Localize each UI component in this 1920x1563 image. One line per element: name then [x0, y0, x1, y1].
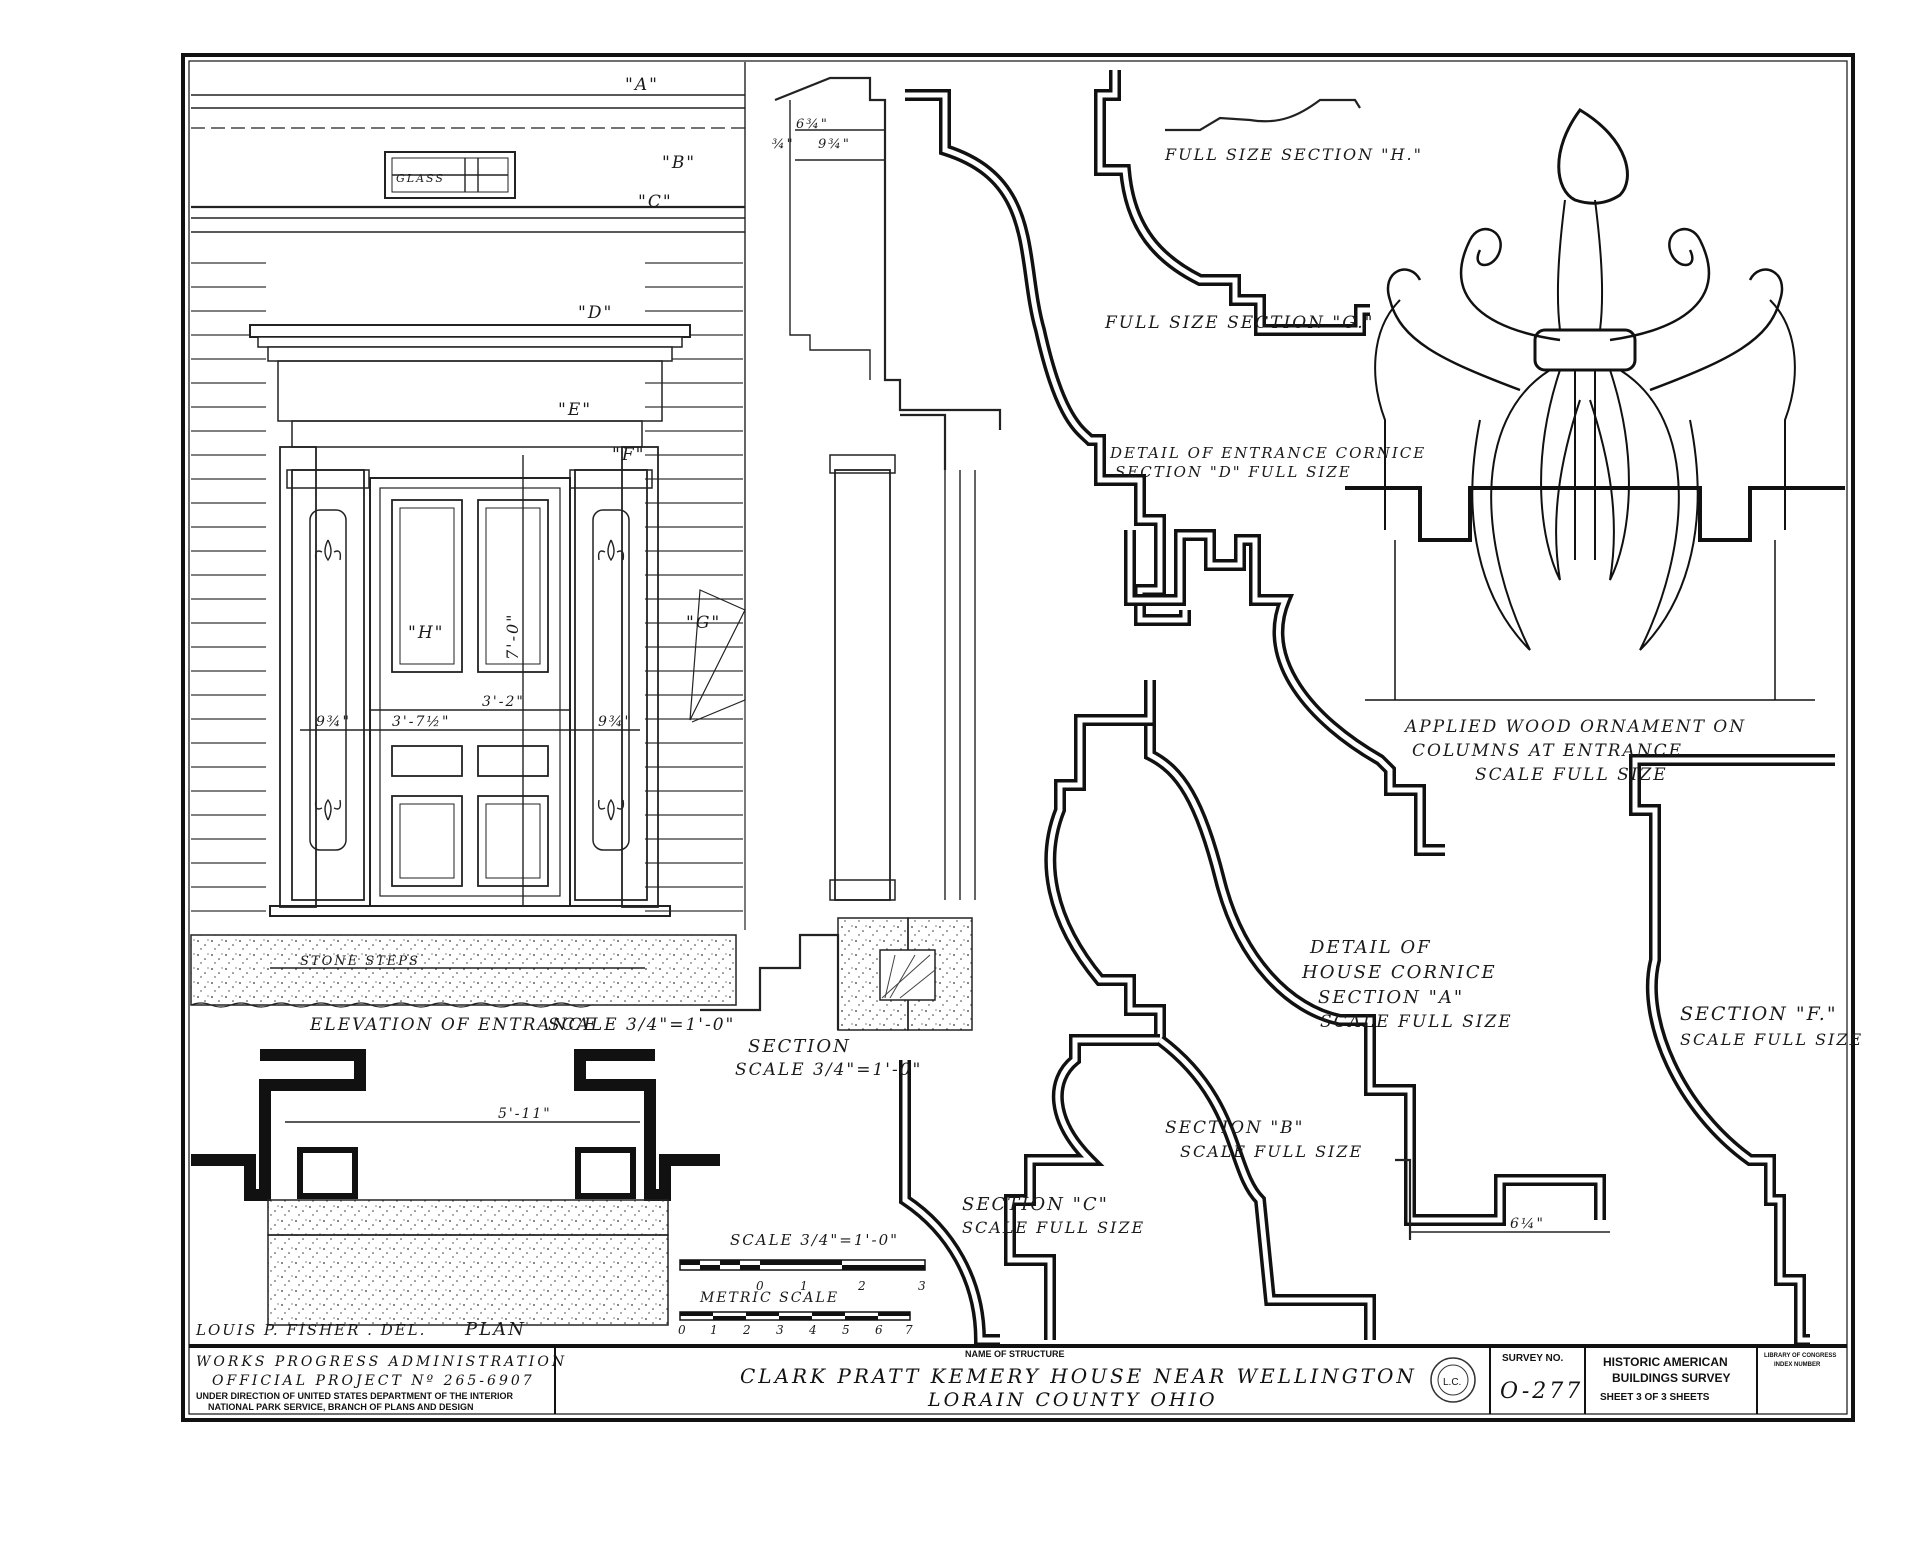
elevation-title: ELEVATION OF ENTRANCE	[309, 1015, 598, 1035]
elevation-scale: SCALE 3/4"=1'-0"	[548, 1015, 735, 1035]
metric-tick-2: 2	[742, 1323, 753, 1337]
dim-3-2: 3'-2"	[482, 694, 525, 710]
ornament-line-1: APPLIED WOOD ORNAMENT ON	[1403, 717, 1746, 737]
section-f-line-2: SCALE FULL SIZE	[1680, 1030, 1863, 1049]
loc-line-1: LIBRARY OF CONGRESS	[1764, 1353, 1836, 1359]
nps-line-2: NATIONAL PARK SERVICE, BRANCH OF PLANS A…	[208, 1402, 474, 1412]
entrance-cornice-line-1: DETAIL OF ENTRANCE CORNICE	[1109, 444, 1426, 462]
label-h: "H"	[408, 623, 444, 643]
house-cornice-line-3: SECTION "A"	[1318, 987, 1464, 1008]
delineator: LOUIS P. FISHER . DEL.	[195, 1321, 426, 1339]
survey-no-caption: SURVEY NO.	[1502, 1353, 1564, 1364]
metric-title: METRIC SCALE	[699, 1290, 839, 1306]
structure-location: LORAIN COUNTY OHIO	[927, 1389, 1218, 1411]
plan-title: PLAN	[464, 1319, 526, 1340]
dim-5-11: 5'-11"	[498, 1106, 552, 1122]
house-cornice-line-2: HOUSE CORNICE	[1301, 962, 1497, 983]
label-glass: GLASS	[396, 172, 445, 185]
ornament-line-3: SCALE FULL SIZE	[1475, 765, 1668, 785]
label-b: "B"	[662, 153, 696, 173]
dim-9-3-4-top: 9¾"	[818, 137, 851, 152]
metric-tick-3: 3	[776, 1323, 786, 1337]
seal-text: L.C.	[1443, 1377, 1461, 1388]
metric-tick-4: 4	[808, 1323, 819, 1337]
scale-bar-tick-1: 1	[800, 1279, 810, 1293]
dim-3-7: 3'-7½"	[392, 714, 450, 730]
label-g: "G"	[686, 613, 721, 633]
ornament-line-2: COLUMNS AT ENTRANCE	[1412, 741, 1683, 761]
dim-9-3-4-left: 9¾"	[316, 714, 351, 730]
survey-number: O-277	[1500, 1379, 1583, 1404]
label-stone-steps: STONE STEPS	[300, 954, 420, 969]
section-b-line-1: SECTION "B"	[1165, 1118, 1304, 1138]
section-h-label: FULL SIZE SECTION "H."	[1164, 145, 1423, 164]
metric-tick-7: 7	[905, 1323, 915, 1337]
section-b-line-2: SCALE FULL SIZE	[1180, 1142, 1363, 1161]
habs-line-1: HISTORIC AMERICAN	[1603, 1355, 1728, 1369]
scale-bar-tick-2: 2	[857, 1279, 868, 1293]
label-c: "C"	[638, 192, 673, 212]
section-scale: SCALE 3/4"=1'-0"	[735, 1060, 922, 1080]
section-c-line-1: SECTION "C"	[962, 1194, 1109, 1215]
habs-line-2: BUILDINGS SURVEY	[1612, 1371, 1730, 1385]
scale-bar	[679, 1259, 926, 1271]
wood-ornament	[1345, 108, 1845, 701]
structure-name: CLARK PRATT KEMERY HOUSE NEAR WELLINGTON	[740, 1364, 1417, 1388]
metric-tick-6: 6	[875, 1323, 885, 1337]
sheet-number: SHEET 3 OF 3 SHEETS	[1600, 1392, 1710, 1403]
wpa-line-2: OFFICIAL PROJECT Nº 265-6907	[212, 1373, 535, 1389]
house-cornice-line-4: SCALE FULL SIZE	[1320, 1012, 1513, 1032]
scale-bar-tick-0: 0	[756, 1279, 766, 1293]
dim-3-4: ¾"	[772, 137, 795, 152]
section-f-line-1: SECTION "F."	[1680, 1003, 1838, 1025]
metric-tick-5: 5	[842, 1323, 852, 1337]
dim-6-3-4: 6¾"	[796, 117, 829, 132]
section-title: SECTION	[748, 1036, 851, 1057]
loc-line-2: INDEX NUMBER	[1774, 1362, 1821, 1368]
wpa-line-1: WORKS PROGRESS ADMINISTRATION	[196, 1354, 567, 1370]
name-of-structure-caption: NAME OF STRUCTURE	[965, 1349, 1065, 1359]
scale-bar-tick-3: 3	[918, 1279, 928, 1293]
cornice-profiles	[899, 70, 1835, 1346]
nps-line-1: UNDER DIRECTION OF UNITED STATES DEPARTM…	[196, 1391, 514, 1401]
label-f: "F"	[612, 445, 645, 465]
section-c-line-2: SCALE FULL SIZE	[962, 1218, 1145, 1237]
title-block	[189, 1344, 1847, 1414]
entrance-cornice-line-2: SECTION "D" FULL SIZE	[1115, 463, 1352, 481]
label-e: "E"	[558, 400, 592, 420]
scale-bar-title: SCALE 3/4"=1'-0"	[730, 1231, 899, 1249]
house-cornice-line-1: DETAIL OF	[1309, 937, 1432, 958]
section-g-label: FULL SIZE SECTION "G."	[1104, 313, 1374, 333]
metric-tick-0: 0	[678, 1323, 688, 1337]
plan-drawing	[191, 1049, 720, 1326]
elevation-drawing	[190, 62, 746, 1008]
dim-9-3-4-right: 9¾"	[598, 714, 633, 730]
section-drawing	[700, 76, 1002, 1031]
metric-tick-1: 1	[710, 1323, 720, 1337]
label-a: "A"	[625, 75, 659, 95]
sheet-inner-border	[188, 60, 1848, 1415]
label-d: "D"	[578, 303, 613, 323]
dim-6-1-4: 6¼"	[1510, 1216, 1545, 1232]
sheet-border	[181, 53, 1855, 1422]
metric-scale-bar	[679, 1311, 911, 1321]
dim-7-0: 7'-0"	[503, 612, 522, 660]
